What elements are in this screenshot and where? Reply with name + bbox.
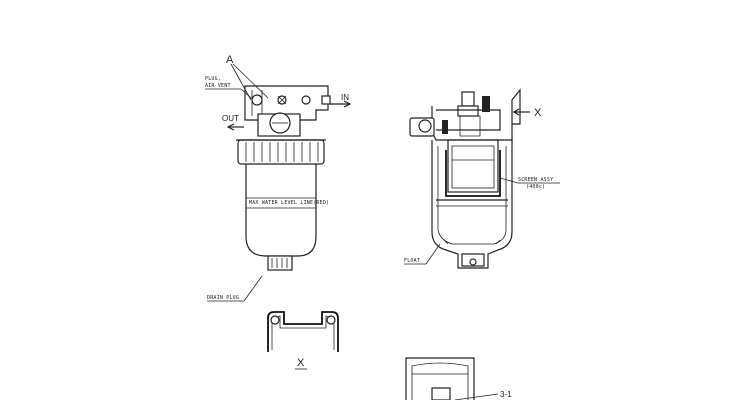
view-x-arrow-label: X [534, 107, 542, 119]
view-x-bracket: X [267, 311, 339, 370]
out-port-label: OUT [222, 114, 239, 123]
plug-air-vent-label-2: AIR VENT [205, 83, 231, 89]
separator-external-view: A PLUG, AIR VENT IN OUT [205, 54, 352, 302]
drain-plug-label: DRAIN PLUG [207, 295, 239, 301]
float-label: FLOAT [404, 258, 420, 264]
part-3-1-label: 3-1 [500, 390, 512, 399]
separator-section-view: X SCREEN ASSY (400c) FLOAT [404, 88, 560, 269]
screen-assy-label-1: SCREEN ASSY [518, 177, 553, 183]
callout-a-label: A [226, 54, 234, 66]
plug-air-vent-label-1: PLUG, [205, 76, 221, 82]
cartridge-detail-view: 3-1 [405, 357, 512, 400]
max-water-level-label: MAX WATER LEVEL LINE(RED) [249, 200, 329, 206]
screen-assy-label-2: (400c) [526, 184, 545, 190]
view-x-label: X [297, 357, 305, 369]
in-port-label: IN [341, 93, 349, 102]
